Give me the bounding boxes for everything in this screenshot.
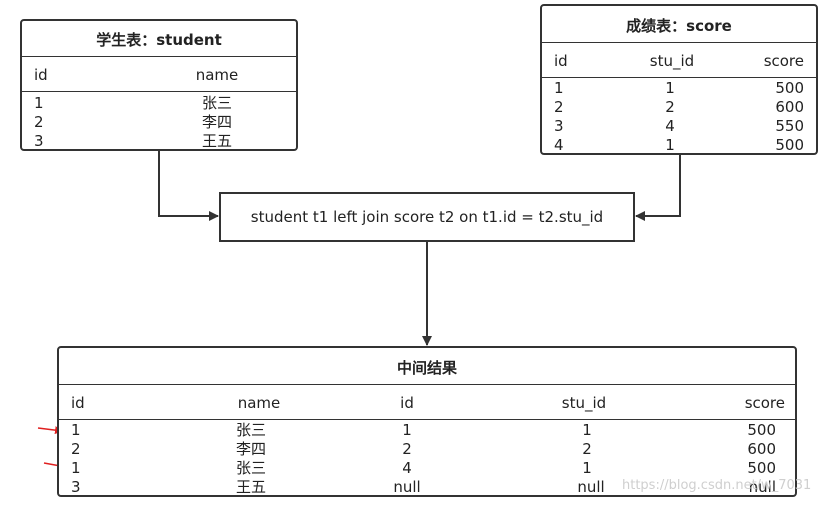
result-row-3-name: 张三 xyxy=(235,459,267,477)
result-col-score: score xyxy=(744,394,785,412)
student-row-1-id: 1 xyxy=(34,94,44,112)
student-row-3-id: 3 xyxy=(34,132,44,150)
result-col-stu-id: stu_id xyxy=(561,394,607,412)
result-row-1-name: 张三 xyxy=(235,421,267,439)
student-col-name: name xyxy=(195,66,239,84)
score-row-1-id: 1 xyxy=(554,79,564,97)
score-col-score: score xyxy=(763,52,804,70)
result-row-3-score-id: 4 xyxy=(402,459,412,477)
score-table-title: 成绩表：score xyxy=(626,17,732,35)
result-row-2-stu-id: 2 xyxy=(582,440,592,458)
student-row-3-name: 王五 xyxy=(201,132,233,150)
score-row-2-score: 600 xyxy=(775,98,804,116)
student-row-1-name: 张三 xyxy=(201,94,233,112)
score-row-4-id: 4 xyxy=(554,136,564,154)
result-table-title: 中间结果 xyxy=(396,359,457,377)
student-row-2-id: 2 xyxy=(34,113,44,131)
score-row-1-score: 500 xyxy=(775,79,804,97)
join-query-text: student t1 left join score t2 on t1.id =… xyxy=(250,208,604,226)
result-row-4-score: null xyxy=(748,478,776,496)
result-col-name: name xyxy=(237,394,281,412)
score-row-3-stu-id: 4 xyxy=(665,117,675,135)
result-row-3-score: 500 xyxy=(747,459,776,477)
student-row-2-name: 李四 xyxy=(201,113,233,131)
result-row-2-score: 600 xyxy=(747,440,776,458)
result-table: 中间结果 id name id stu_id score 1 张三 1 1 50… xyxy=(57,346,797,497)
result-row-3-stu-id: 1 xyxy=(582,459,592,477)
arrow-score-to-join xyxy=(635,154,681,221)
score-col-stu-id: stu_id xyxy=(649,52,695,70)
result-row-4-stu-id: null xyxy=(577,478,605,496)
score-row-1-stu-id: 1 xyxy=(665,79,675,97)
result-row-4-id: 3 xyxy=(71,478,81,496)
score-row-4-stu-id: 1 xyxy=(665,136,675,154)
join-query-box: student t1 left join score t2 on t1.id =… xyxy=(219,192,635,242)
student-col-id: id xyxy=(34,66,48,84)
result-row-3-id: 1 xyxy=(71,459,81,477)
student-table-title: 学生表：student xyxy=(96,31,222,49)
score-col-id: id xyxy=(554,52,568,70)
score-row-2-id: 2 xyxy=(554,98,564,116)
watermark: https://blog.csdn.net/w_7031 xyxy=(622,478,812,493)
result-row-2-id: 2 xyxy=(71,440,81,458)
result-col-id-2: id xyxy=(400,394,414,412)
arrow-student-to-join xyxy=(158,150,219,221)
score-row-2-stu-id: 2 xyxy=(665,98,675,116)
score-row-4-score: 500 xyxy=(775,136,804,154)
student-table: 学生表：student id name 1 张三 2 李四 3 王五 xyxy=(20,19,298,151)
result-row-1-score-id: 1 xyxy=(402,421,412,439)
result-row-1-stu-id: 1 xyxy=(582,421,592,439)
result-row-1-score: 500 xyxy=(747,421,776,439)
result-row-4-name: 王五 xyxy=(235,478,267,496)
result-col-id: id xyxy=(71,394,85,412)
result-row-2-name: 李四 xyxy=(235,440,267,458)
result-row-2-score-id: 2 xyxy=(402,440,412,458)
score-row-3-score: 550 xyxy=(775,117,804,135)
result-row-4-score-id: null xyxy=(393,478,421,496)
score-table: 成绩表：score id stu_id score 1 1 500 2 2 60… xyxy=(540,4,818,155)
result-row-1-id: 1 xyxy=(71,421,81,439)
score-row-3-id: 3 xyxy=(554,117,564,135)
